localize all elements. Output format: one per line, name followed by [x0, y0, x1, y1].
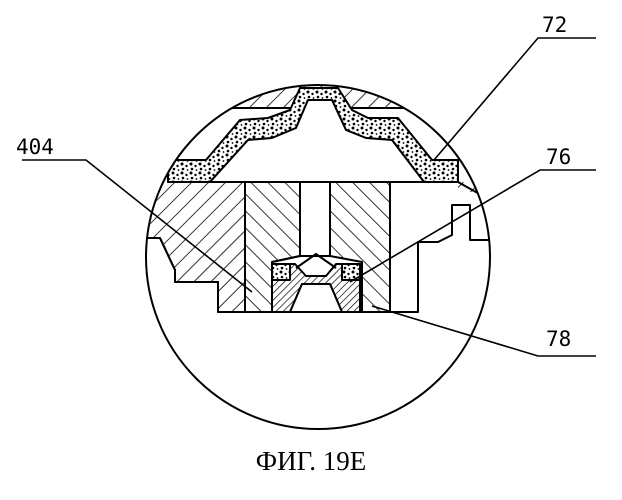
label-72: 72 — [542, 13, 567, 37]
label-78: 78 — [546, 327, 571, 351]
right-housing — [390, 182, 490, 312]
section-detail — [140, 83, 518, 312]
figure-caption: ФИГ. 19Е — [0, 446, 622, 477]
label-404: 404 — [16, 135, 54, 159]
central-bore — [300, 182, 330, 256]
leader-72 — [434, 38, 596, 160]
label-76: 76 — [546, 145, 571, 169]
